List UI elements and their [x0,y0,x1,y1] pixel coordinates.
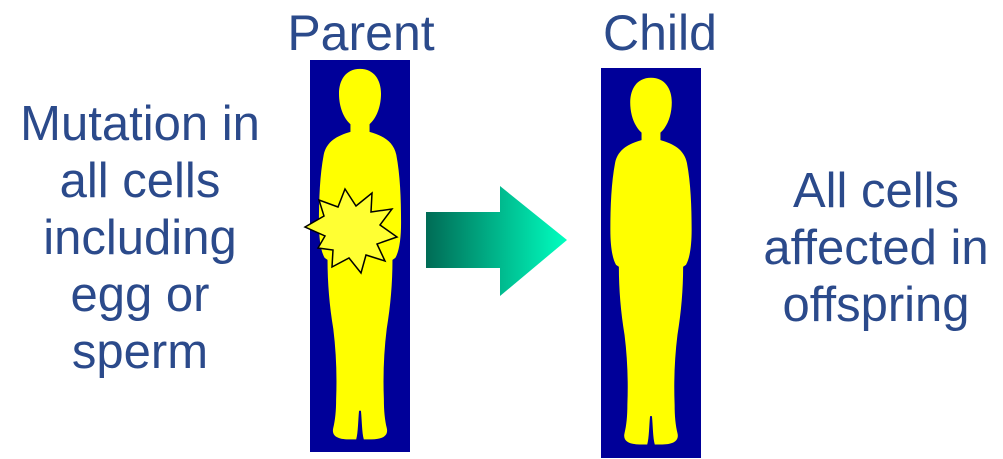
arrow-right-icon [426,186,567,296]
